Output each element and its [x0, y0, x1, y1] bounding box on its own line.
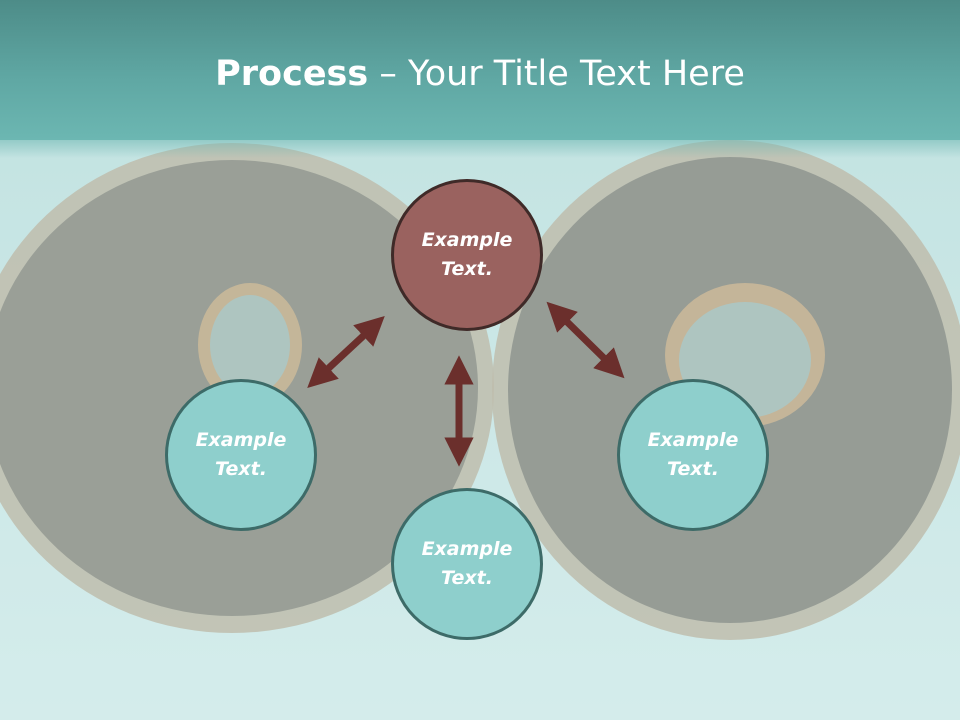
node-left-label: Example Text.: [195, 429, 287, 480]
node-right[interactable]: Example Text.: [617, 379, 769, 531]
title-rest: – Your Title Text Here: [368, 54, 745, 94]
node-left[interactable]: Example Text.: [165, 379, 317, 531]
slide-title: Process – Your Title Text Here: [0, 52, 960, 96]
node-top[interactable]: Example Text.: [391, 179, 543, 331]
node-bottom-label: Example Text.: [421, 538, 513, 589]
title-bar: Process – Your Title Text Here: [0, 0, 960, 158]
node-right-label: Example Text.: [647, 429, 739, 480]
node-top-label: Example Text.: [421, 229, 513, 280]
node-bottom[interactable]: Example Text.: [391, 488, 543, 640]
title-bold: Process: [215, 54, 369, 94]
